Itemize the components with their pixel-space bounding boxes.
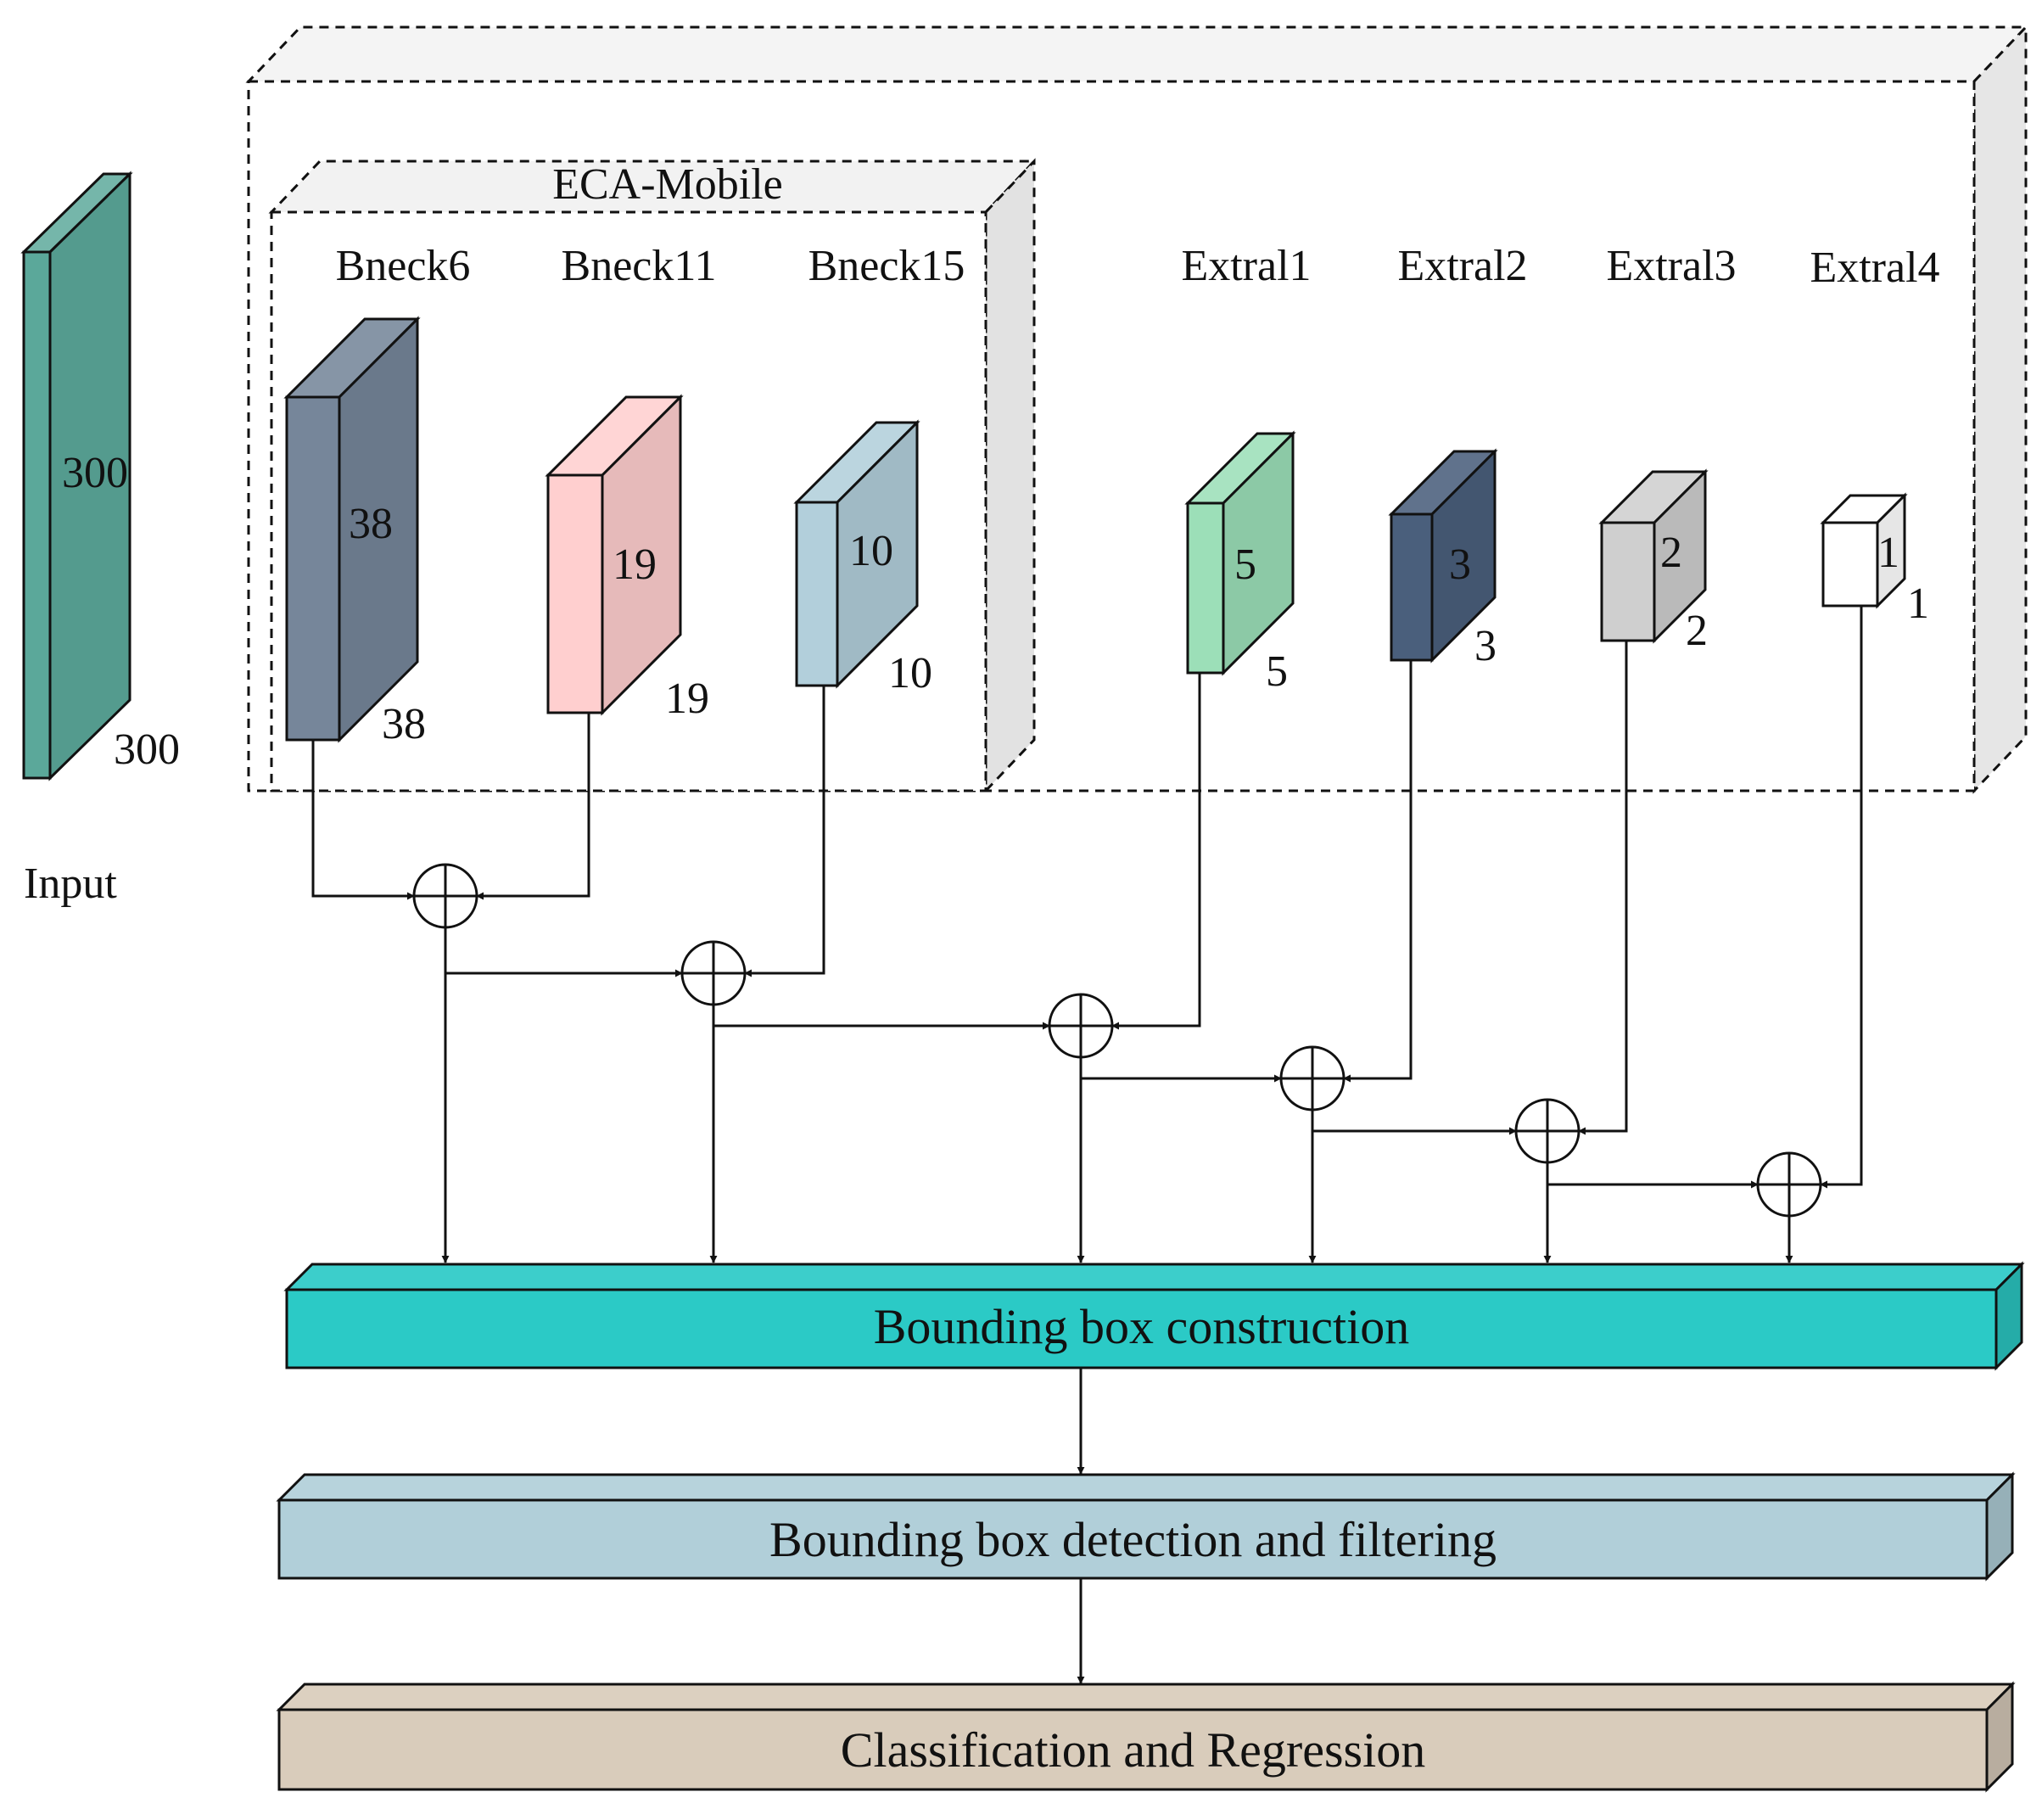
outer-panel-side	[1972, 24, 2028, 794]
detection-label: Bounding box detection and filtering	[769, 1512, 1497, 1567]
extral4-label: Extral4	[1810, 244, 1939, 292]
extral2-block: Extral2 33	[1388, 242, 1528, 670]
bneck15-block: Bneck15 10 10	[793, 242, 965, 697]
extral2-to-fuse-4-arrow	[1343, 660, 1413, 1083]
bneck11-front-face	[546, 473, 604, 714]
bneck6-label: Bneck6	[336, 242, 471, 290]
eca-mobile-side	[984, 158, 1036, 794]
detection-stage-bar: Bounding box detection and filtering	[276, 1471, 2016, 1582]
construction-bar-top	[283, 1263, 2025, 1291]
bneck15-front-dim: 10	[849, 527, 893, 575]
eca-mobile-label: ECA-Mobile	[552, 160, 783, 209]
bneck15-front-face	[795, 501, 839, 687]
extral2-label: Extral2	[1397, 242, 1527, 290]
fuse-5-add-node	[1514, 1098, 1580, 1164]
input-slab-front	[22, 250, 52, 780]
extral1-label: Extral1	[1181, 242, 1311, 290]
bneck11-label: Bneck11	[562, 242, 717, 290]
fuse-3-add-node	[1048, 993, 1114, 1059]
bneck15-side-dim: 10	[888, 649, 932, 697]
fuse-2-add-node	[680, 940, 747, 1006]
bneck15-to-fuse-2-arrow	[744, 686, 825, 977]
extral4-front-face	[1821, 521, 1879, 608]
extral1-block: Extral1 5 5	[1181, 242, 1311, 696]
extral2-front-dim: 3	[1449, 540, 1471, 589]
extral3-block: Extral3 22	[1598, 242, 1737, 655]
bneck11-block: Bneck11 19 19	[545, 242, 717, 723]
extral3-side-dim: 2	[1686, 607, 1708, 655]
extral4-front-dim: 1	[1877, 529, 1899, 577]
classification-bar-front	[277, 1708, 1989, 1791]
bneck6-front-dim: 38	[349, 500, 393, 548]
bneck6-block: Bneck6 38 38	[283, 242, 471, 748]
construction-label: Bounding box construction	[874, 1299, 1410, 1354]
extral1-front-dim: 5	[1234, 540, 1256, 589]
bneck6-to-fuse-1-arrow	[311, 740, 415, 900]
bneck6-front-face	[285, 395, 341, 742]
extral1-side-dim: 5	[1266, 647, 1288, 696]
fuse-4-add-node	[1279, 1045, 1345, 1112]
detection-bar-top	[276, 1473, 2016, 1502]
classification-stage-bar: Classification and Regression	[276, 1681, 2016, 1793]
input-slab: 300 300 Input	[20, 171, 180, 908]
construction-bar-front	[285, 1288, 1998, 1369]
extral4-block: Extral4 11	[1810, 244, 1939, 628]
extral3-label: Extral3	[1606, 242, 1736, 290]
input-width-dim: 300	[114, 725, 180, 774]
feature-maps: Bneck6 38 38 Bneck11 19 19 Bneck15 10 10 Extral1 5…	[283, 242, 1940, 748]
extral1-to-fuse-3-arrow	[1111, 673, 1201, 1030]
construction-stage-bar: Bounding box construction	[283, 1261, 2025, 1371]
bneck11-to-fuse-1-arrow	[476, 713, 590, 900]
bneck11-side-dim: 19	[665, 675, 709, 723]
extral4-to-fuse-6-arrow	[1820, 606, 1863, 1189]
extral3-to-fuse-5-arrow	[1578, 641, 1628, 1135]
classification-bar-top	[276, 1683, 2016, 1711]
extral2-front-face	[1390, 512, 1434, 662]
extral2-side-dim: 3	[1474, 622, 1497, 670]
fuse-1-add-node	[412, 863, 478, 929]
input-label: Input	[24, 860, 117, 908]
extral1-front-face	[1186, 501, 1225, 675]
extral3-front-dim: 2	[1660, 529, 1682, 577]
bneck11-front-dim: 19	[613, 540, 657, 589]
outer-panel-top	[245, 25, 2029, 83]
fusion-connections	[311, 606, 1863, 1263]
extral4-side-dim: 1	[1907, 580, 1929, 628]
bneck6-side-dim: 38	[382, 700, 426, 748]
bneck15-label: Bneck15	[808, 242, 965, 290]
input-height-dim: 300	[62, 449, 128, 497]
fuse-6-add-node	[1756, 1151, 1822, 1218]
extral3-front-face	[1600, 521, 1656, 642]
classification-label: Classification and Regression	[841, 1722, 1425, 1778]
detection-bar-front	[277, 1498, 1989, 1580]
